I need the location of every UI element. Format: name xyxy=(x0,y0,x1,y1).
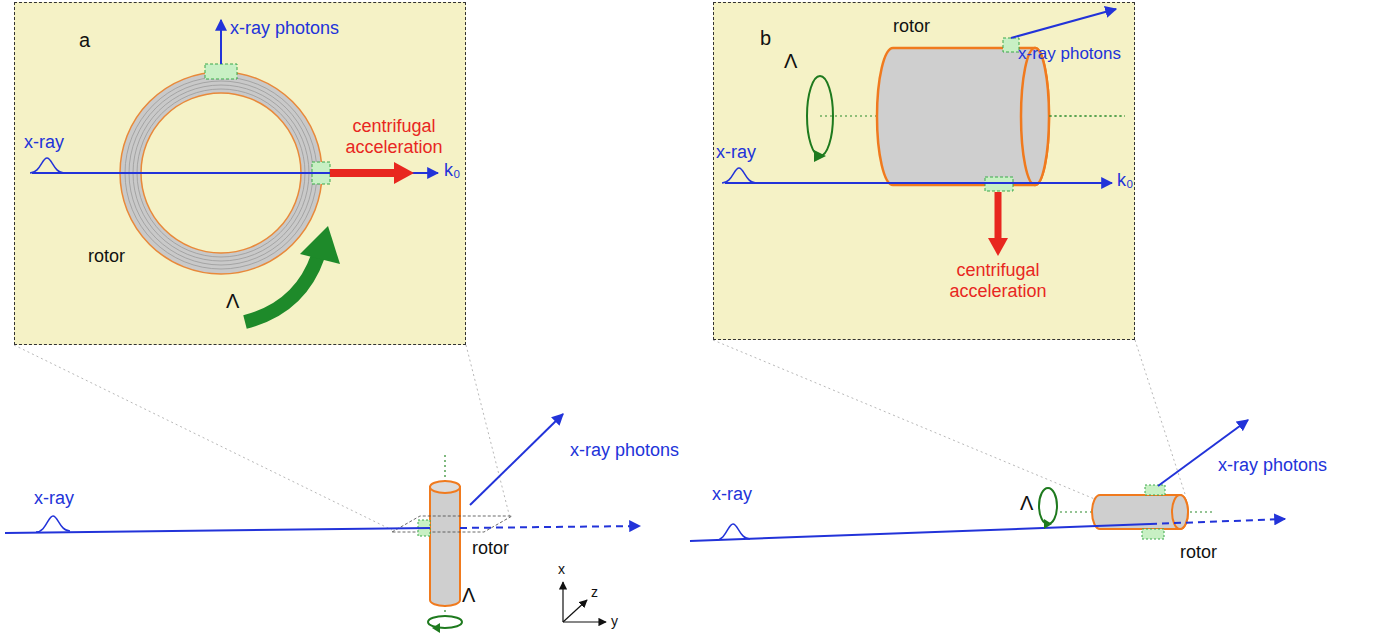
wavevector-label: k₀ xyxy=(1117,170,1133,191)
part-label: rotor xyxy=(88,246,125,267)
beam-label: x-ray xyxy=(716,142,756,163)
rotation-loop xyxy=(428,616,462,628)
part-label: rotor xyxy=(1180,542,1217,563)
beam-label: x-ray xyxy=(34,488,74,509)
rotation-axis xyxy=(1049,115,1125,116)
pulse-symbol xyxy=(722,168,756,183)
sample-patch xyxy=(1145,485,1165,495)
photon-arrow xyxy=(470,414,563,505)
rotation-arrowhead xyxy=(432,623,440,633)
photon-arrow xyxy=(1158,420,1248,486)
section-plane xyxy=(392,516,512,532)
panel-letter: b xyxy=(760,27,771,50)
part-label: rotor xyxy=(893,16,930,37)
rotation-arrowhead xyxy=(1044,519,1052,529)
beam-line xyxy=(1150,519,1285,524)
pulse-symbol xyxy=(36,516,70,532)
photon-label: x-ray photons xyxy=(570,440,679,461)
rotation-arrowhead xyxy=(300,226,340,264)
panel-ground xyxy=(14,2,466,345)
photon-label: x-ray photons xyxy=(1018,44,1121,64)
acceleration-label: centrifugal acceleration xyxy=(940,260,1056,301)
axis-label: x xyxy=(558,561,565,577)
rotation-loop xyxy=(1039,488,1057,524)
part-label: rotor xyxy=(472,538,509,559)
axis-arrow xyxy=(562,582,563,622)
rotation-symbol: Λ xyxy=(1020,492,1033,515)
rotation-symbol: Λ xyxy=(226,290,239,313)
rotation-symbol: Λ xyxy=(462,584,475,607)
rotor-cylinder xyxy=(877,48,1049,185)
projection-line xyxy=(14,345,392,530)
panel-letter: a xyxy=(79,29,90,52)
acceleration-arrow xyxy=(995,192,1002,240)
projection-line xyxy=(713,340,1097,500)
beam-line xyxy=(725,182,1112,184)
sample-patch xyxy=(1003,38,1019,52)
acceleration-arrowhead xyxy=(988,238,1008,256)
projection-line xyxy=(466,345,510,518)
pulse-symbol xyxy=(30,158,64,173)
rotation-arrow xyxy=(245,256,318,322)
acceleration-arrowhead xyxy=(394,162,414,184)
sample-patch xyxy=(1142,529,1164,539)
photon-label: x-ray photons xyxy=(230,18,339,39)
pulse-symbol xyxy=(716,524,750,540)
photon-label: x-ray photons xyxy=(1218,455,1327,476)
photon-arrow xyxy=(220,20,222,64)
figure-panel: a xyxy=(14,2,466,345)
axis-label: y xyxy=(611,613,618,629)
rotation-loop xyxy=(807,76,833,156)
axis-label: z xyxy=(591,584,598,600)
rotation-arrowhead xyxy=(814,150,826,162)
rotor-end xyxy=(430,481,460,493)
beam-line xyxy=(460,526,640,528)
beam-label: x-ray xyxy=(24,132,64,153)
panel-ground xyxy=(713,2,1135,340)
rotor-cylinder xyxy=(430,487,460,606)
photon-arrow xyxy=(1011,9,1116,38)
beam-label: x-ray xyxy=(712,484,752,505)
beam-line xyxy=(690,524,1150,541)
wavevector-label: k₀ xyxy=(444,160,460,181)
acceleration-label: centrifugal acceleration xyxy=(336,116,452,157)
beam-line xyxy=(32,172,438,174)
sample-patch xyxy=(205,64,237,79)
rotation-symbol: Λ xyxy=(784,50,797,73)
axis-arrow xyxy=(563,600,587,622)
axis-arrow xyxy=(563,621,606,622)
acceleration-arrow xyxy=(330,169,396,177)
projection-lines xyxy=(14,340,1185,530)
rotor-end xyxy=(1021,48,1049,185)
